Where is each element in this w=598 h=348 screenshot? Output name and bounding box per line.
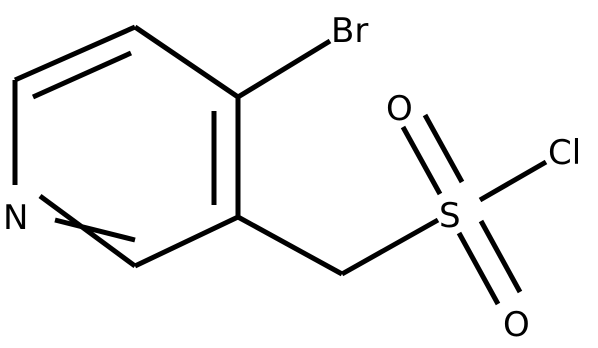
atom-labels: N Br S O O Cl (3, 11, 581, 345)
bond-s-o-top-b (422, 113, 465, 184)
atom-oxygen-bottom-label: O (503, 305, 530, 345)
bond-ch2-s (340, 217, 440, 277)
bond-c4-br (236, 38, 332, 100)
bond-s-o-top-a (400, 125, 443, 196)
bond-s-cl (478, 159, 548, 203)
bond-c5-c6 (13, 24, 137, 83)
atom-oxygen-top-label: O (386, 89, 413, 129)
atom-chlorine-label: Cl (548, 133, 581, 173)
atom-nitrogen-label: N (3, 198, 28, 238)
bond-c3-ch2 (236, 214, 344, 277)
atom-sulfur-label: S (439, 196, 461, 236)
bond-n-c2 (38, 193, 137, 269)
bond-c4-c5 (133, 24, 240, 100)
atom-bromine-label: Br (331, 11, 368, 51)
bond-n-c2-inner (54, 217, 136, 243)
bonds (12, 24, 548, 306)
bond-c2-c3 (133, 214, 240, 269)
bond-s-o-bottom-b (478, 219, 523, 294)
bond-s-o-bottom-a (456, 231, 501, 306)
bond-c5-c6-inner (31, 50, 133, 100)
